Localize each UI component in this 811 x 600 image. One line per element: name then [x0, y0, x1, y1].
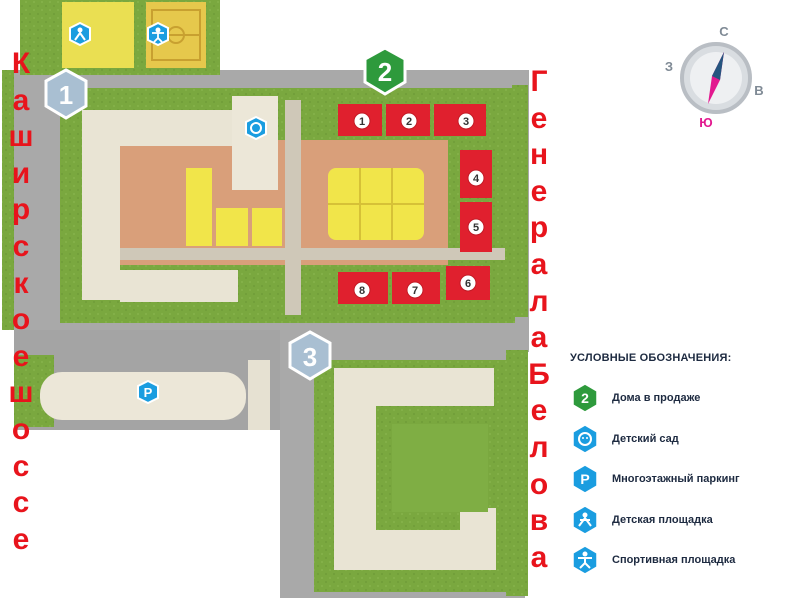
svg-text:2: 2 [581, 390, 589, 406]
section-label-8: 8 [359, 285, 365, 297]
legend-label-parking: Многоэтажный паркинг [612, 473, 740, 486]
playground-icon [69, 21, 91, 47]
legend-item-for-sale: 2 Дома в продаже [570, 378, 800, 419]
map-legend: УСЛОВНЫЕ ОБОЗНАЧЕНИЯ: 2 Дома в продаже Д… [570, 352, 800, 581]
legend-item-sports: Спортивная площадка [570, 540, 800, 581]
legend-label-playground: Детская площадка [612, 513, 713, 526]
compass-north: С [719, 24, 729, 39]
phase-3-label: 3 [303, 342, 317, 372]
legend-label-for-sale: Дома в продаже [612, 392, 701, 405]
section-label-6: 6 [465, 278, 471, 290]
play-area-1 [186, 168, 212, 246]
section-label-4: 4 [473, 173, 480, 185]
section-label-5: 5 [473, 222, 479, 234]
play-area-2 [216, 208, 248, 246]
section-label-7: 7 [412, 285, 418, 297]
compass-rose: С Ю В З [665, 24, 764, 130]
svg-text:P: P [144, 385, 153, 400]
playground-icon [572, 504, 598, 535]
building-1-south [120, 270, 238, 302]
compass-east: В [754, 83, 763, 98]
building-1-north [82, 110, 242, 146]
phase-2-label: 2 [378, 57, 392, 87]
legend-item-parking: P Многоэтажный паркинг [570, 459, 800, 500]
sports-ground-icon [572, 545, 598, 576]
legend-title: УСЛОВНЫЕ ОБОЗНАЧЕНИЯ: [570, 352, 732, 364]
phase-1-label: 1 [59, 80, 73, 110]
building-3-east [460, 508, 496, 570]
street-label-kashirskoe: К а ш и р с к о е ш о с с е [8, 47, 34, 556]
courtyard-3 [392, 424, 488, 512]
legend-label-kindergarten: Детский сад [612, 432, 679, 445]
section-label-1: 1 [359, 116, 365, 128]
compass-west: З [665, 59, 673, 74]
building-kindergarten [232, 96, 278, 190]
phase-1-badge [44, 68, 88, 120]
parking-icon: P [572, 464, 598, 495]
compass-south: Ю [699, 115, 712, 130]
parking-icon: P [137, 379, 159, 405]
sports-ground-icon [147, 21, 169, 47]
legend-item-playground: Детская площадка [570, 500, 800, 541]
legend-label-sports: Спортивная площадка [612, 554, 736, 567]
legend-item-kindergarten: Детский сад [570, 419, 800, 460]
section-label-2: 2 [406, 116, 412, 128]
phase-3-badge [288, 330, 332, 381]
phase-2-badge [363, 46, 407, 96]
street-label-generala-belova: Г е н е р а л а Б е л о в а [528, 65, 550, 574]
play-area-3 [252, 208, 282, 246]
green-hexagon-icon: 2 [572, 383, 598, 414]
kindergarten-icon [245, 115, 267, 141]
section-label-3: 3 [463, 116, 469, 128]
kindergarten-icon [572, 423, 598, 454]
svg-text:P: P [580, 471, 589, 487]
